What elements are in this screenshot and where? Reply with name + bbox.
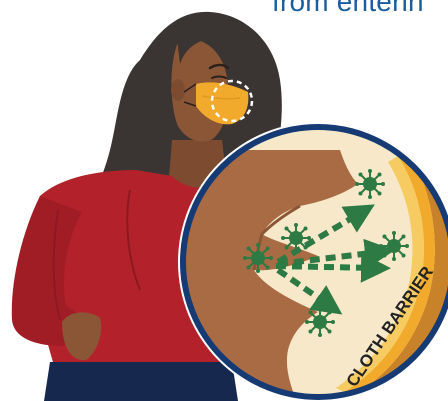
pants [44, 362, 238, 401]
germ-icon [305, 307, 335, 337]
germ-icon [355, 169, 385, 199]
germ-icon [379, 231, 409, 261]
germ-icon [243, 243, 273, 273]
